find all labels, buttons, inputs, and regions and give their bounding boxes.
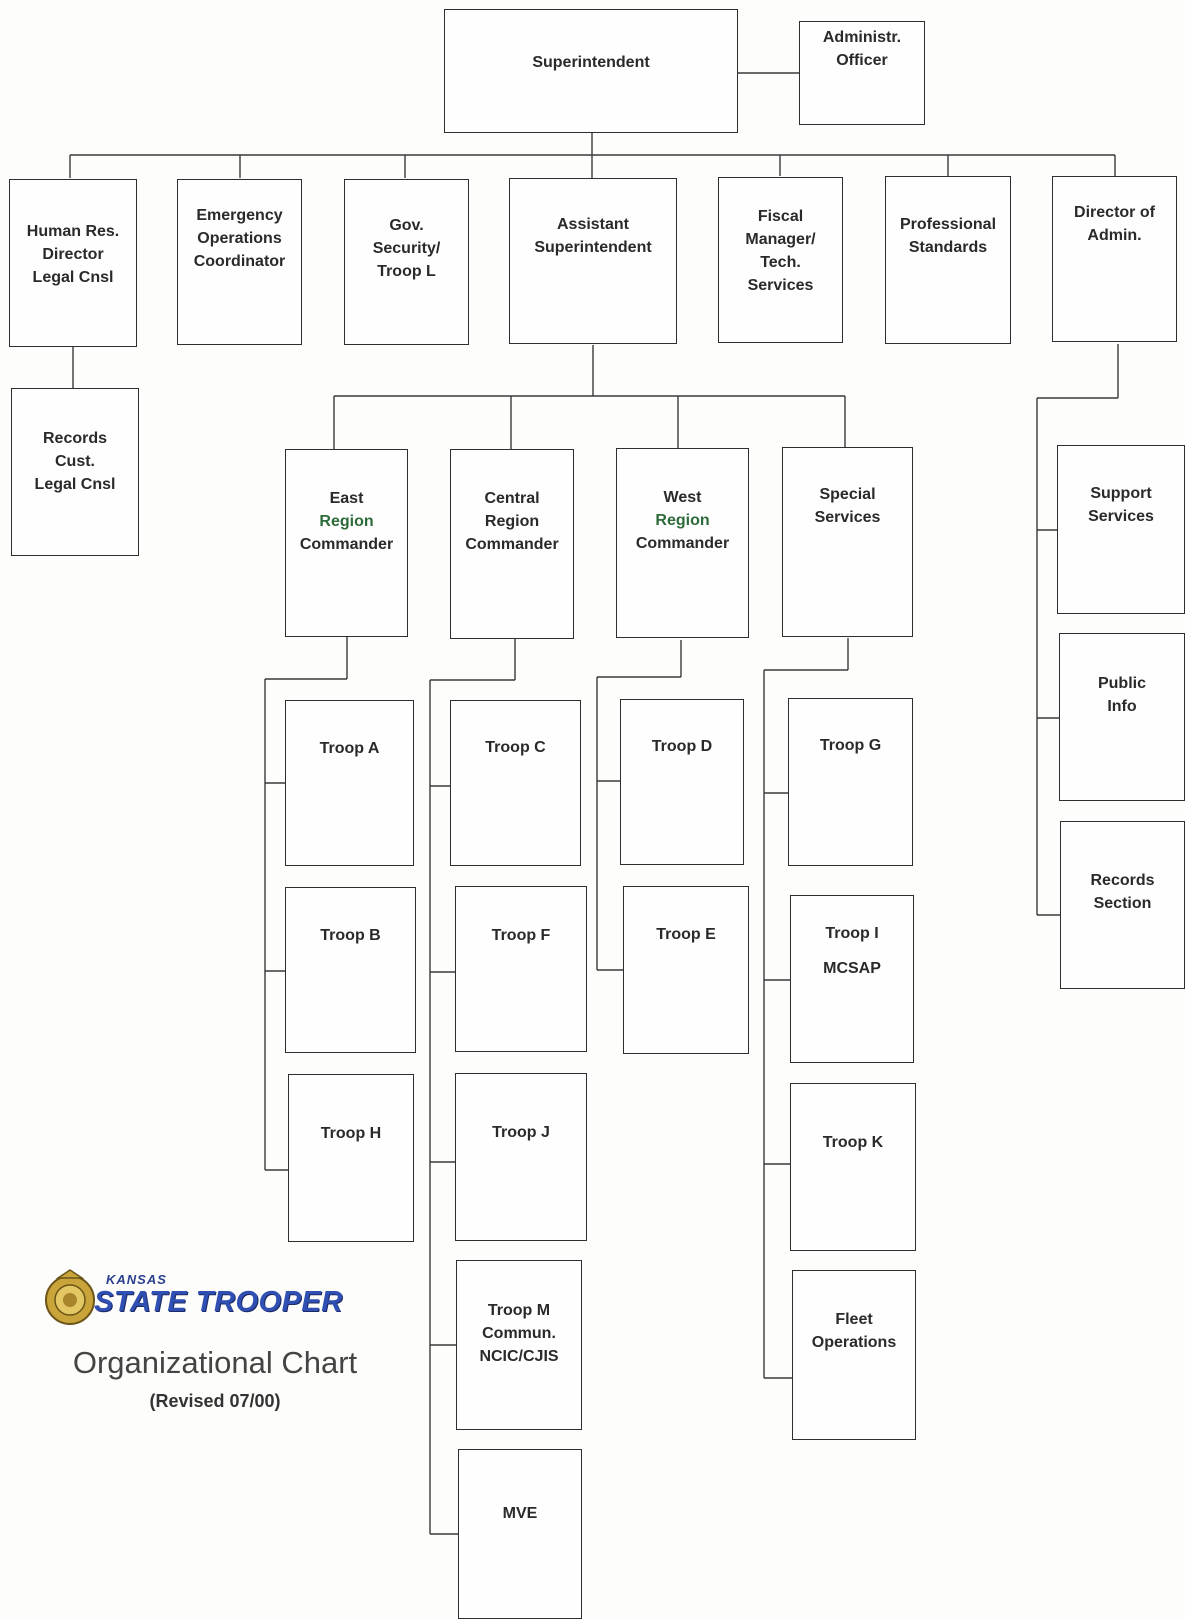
troop-i-box: Troop I MCSAP: [790, 895, 914, 1063]
troop-m-box: Troop M Commun. NCIC/CJIS: [456, 1260, 582, 1430]
logo-kansas-text: KANSAS: [106, 1272, 167, 1287]
fiscal-manager-box: Fiscal Manager/ Tech. Services: [718, 177, 843, 343]
troop-f-label: Troop F: [491, 927, 551, 944]
badge-icon: [45, 1269, 95, 1325]
troop-e-label: Troop E: [656, 926, 716, 943]
east-region-line2: Region: [319, 513, 374, 530]
emergency-ops-label: Emergency Operations Coordinator: [193, 207, 286, 270]
troop-j-box: Troop J: [455, 1073, 587, 1241]
troop-b-box: Troop B: [285, 887, 416, 1053]
east-region-line1: East: [329, 490, 364, 507]
gov-security-label: Gov. Security/ Troop L: [372, 217, 441, 280]
east-region-box: East Region Commander: [285, 449, 408, 637]
director-admin-box: Director of Admin.: [1052, 176, 1177, 342]
human-resources-label: Human Res. Director Legal Cnsl: [26, 223, 120, 286]
admin-officer-box: Administr. Officer: [799, 21, 925, 125]
records-custodian-box: Records Cust. Legal Cnsl: [11, 388, 139, 556]
troop-g-label: Troop G: [819, 737, 882, 754]
assistant-superintendent-box: Assistant Superintendent: [509, 178, 677, 344]
professional-standards-box: Professional Standards: [885, 176, 1011, 344]
central-region-line1: Central: [484, 490, 540, 507]
fleet-operations-box: Fleet Operations: [792, 1270, 916, 1440]
troop-h-label: Troop H: [320, 1125, 382, 1142]
central-region-line2: Region: [484, 513, 540, 530]
east-region-line3: Commander: [299, 536, 394, 553]
human-resources-box: Human Res. Director Legal Cnsl: [9, 179, 137, 347]
admin-officer-label: Administr. Officer: [822, 29, 902, 69]
west-region-line3: Commander: [635, 535, 730, 552]
troop-a-label: Troop A: [319, 740, 380, 757]
support-services-label: Support Services: [1088, 485, 1154, 525]
records-custodian-label: Records Cust. Legal Cnsl: [34, 430, 116, 493]
special-services-box: Special Services: [782, 447, 913, 637]
mve-label: MVE: [502, 1505, 538, 1522]
fleet-operations-label: Fleet Operations: [811, 1311, 897, 1351]
director-admin-label: Director of Admin.: [1074, 204, 1155, 244]
special-services-line2: Services: [814, 509, 881, 526]
troop-d-label: Troop D: [651, 738, 713, 755]
troop-c-box: Troop C: [450, 700, 581, 866]
troop-h-box: Troop H: [288, 1074, 414, 1242]
gov-security-box: Gov. Security/ Troop L: [344, 179, 469, 345]
troop-j-label: Troop J: [492, 1124, 550, 1141]
public-info-label: Public Info: [1097, 675, 1146, 715]
special-services-line1: Special: [819, 486, 876, 503]
troop-m-label: Troop M Commun. NCIC/CJIS: [479, 1302, 559, 1365]
mve-box: MVE: [458, 1449, 582, 1619]
revision-date: (Revised 07/00): [149, 1391, 281, 1411]
troop-c-label: Troop C: [485, 739, 546, 756]
fiscal-manager-label: Fiscal Manager/ Tech. Services: [745, 208, 816, 294]
logo-state-trooper-text: STATE TROOPER: [94, 1286, 343, 1318]
troop-i-label: Troop I: [825, 925, 879, 942]
troop-k-box: Troop K: [790, 1083, 916, 1251]
kansas-state-trooper-logo: KANSAS STATE TROOPER: [44, 1268, 374, 1328]
troop-g-box: Troop G: [788, 698, 913, 866]
superintendent-label: Superintendent: [532, 54, 650, 71]
west-region-box: West Region Commander: [616, 448, 749, 638]
central-region-line3: Commander: [465, 536, 559, 553]
troop-b-label: Troop B: [320, 927, 381, 944]
west-region-line1: West: [663, 489, 702, 506]
troop-f-box: Troop F: [455, 886, 587, 1052]
troop-e-box: Troop E: [623, 886, 749, 1054]
public-info-box: Public Info: [1059, 633, 1185, 801]
support-services-box: Support Services: [1057, 445, 1185, 614]
central-region-box: Central Region Commander: [450, 449, 574, 639]
troop-k-label: Troop K: [822, 1134, 884, 1151]
records-section-label: Records Section: [1090, 872, 1155, 912]
troop-i-mcsap-label: MCSAP: [823, 960, 881, 977]
west-region-line2: Region: [655, 512, 710, 529]
professional-standards-label: Professional Standards: [899, 216, 997, 256]
superintendent-box: Superintendent: [444, 9, 738, 133]
assistant-superintendent-label: Assistant Superintendent: [534, 216, 652, 256]
chart-title: Organizational Chart: [72, 1345, 358, 1380]
troop-d-box: Troop D: [620, 699, 744, 865]
records-section-box: Records Section: [1060, 821, 1185, 989]
emergency-ops-box: Emergency Operations Coordinator: [177, 179, 302, 345]
troop-a-box: Troop A: [285, 700, 414, 866]
